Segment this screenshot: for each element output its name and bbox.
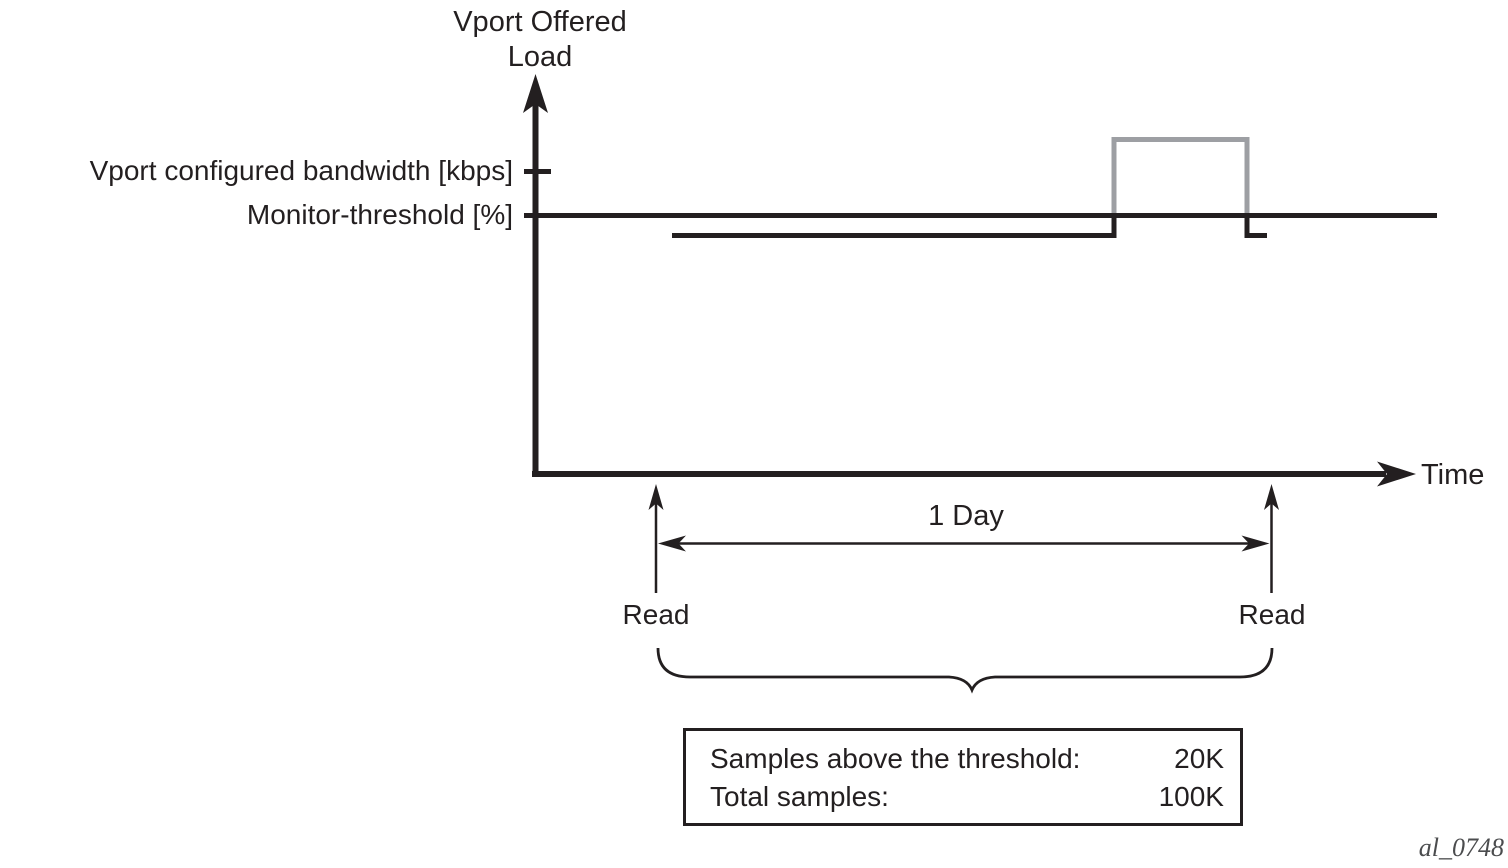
monitor-threshold-label: Monitor-threshold [%] <box>246 199 513 230</box>
total-samples-value: 100K <box>1158 781 1224 812</box>
summary-row-total-samples: Total samples: 100K <box>710 778 1224 816</box>
samples-summary-box: Samples above the threshold: 20K Total s… <box>683 728 1243 826</box>
y-axis-title: Vport Offered Load <box>453 6 627 73</box>
figure-id: al_0748 <box>1418 833 1504 862</box>
summary-row-above-threshold: Samples above the threshold: 20K <box>710 740 1224 778</box>
total-samples-label: Total samples: <box>710 781 889 812</box>
read-arrow-left-head-icon <box>648 484 664 510</box>
above-threshold-label: Samples above the threshold: <box>710 743 1081 774</box>
read-marker-left: Read <box>622 599 690 630</box>
one-day-right-arrowhead-icon <box>1241 535 1270 552</box>
above-threshold-value: 20K <box>1174 743 1224 774</box>
read-arrow-right-head-icon <box>1264 484 1279 510</box>
x-axis-label: Time <box>1421 459 1485 491</box>
one-day-left-arrowhead-icon <box>658 535 686 552</box>
above-threshold-pulse <box>1111 137 1250 216</box>
x-axis-arrowhead-icon <box>1377 461 1416 487</box>
configured-bandwidth-label: Vport configured bandwidth [kbps] <box>89 155 513 186</box>
y-axis-arrowhead-icon <box>523 74 548 113</box>
read-marker-right: Read <box>1238 599 1306 630</box>
brace-icon <box>656 647 1274 694</box>
one-day-label: 1 Day <box>928 500 1004 532</box>
